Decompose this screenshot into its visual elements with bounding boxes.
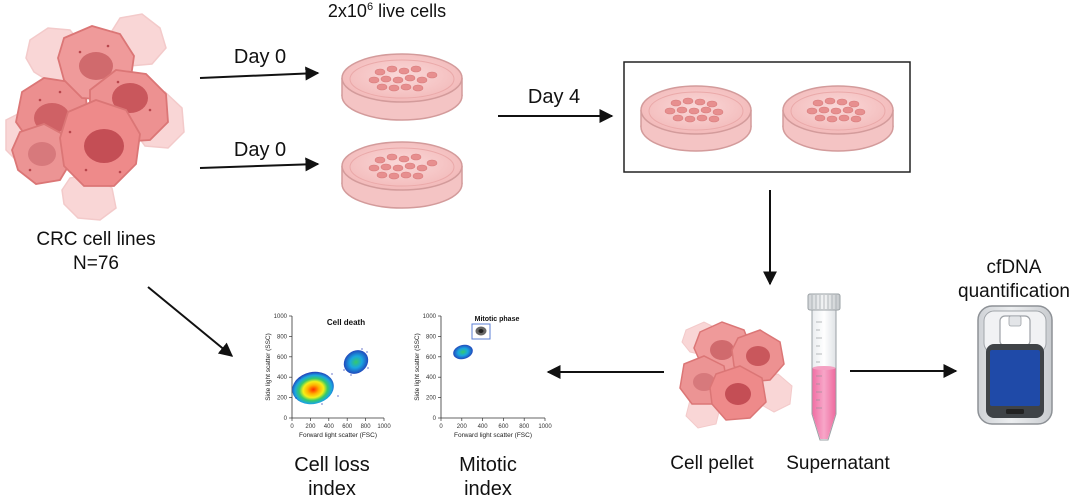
- mitotic-caption-2: index: [464, 478, 512, 499]
- cell-death-population-dead: [343, 350, 369, 374]
- mitotic-xtick: 400: [478, 424, 489, 430]
- mitotic-xtick: 600: [498, 424, 509, 430]
- mitotic-ytick: 800: [426, 334, 437, 340]
- cell-pellet-label: Cell pellet: [670, 453, 754, 474]
- mitotic-ylabel: Side light scatter (SSC): [414, 333, 421, 401]
- cell-death-ytick: 600: [277, 355, 288, 361]
- arrow-day0-top: [199, 66, 320, 81]
- flow-plot-cell-death: 0 200 400 600 800 1000 0 200 400 600 800…: [265, 314, 391, 439]
- arrow-to-plots: [147, 286, 234, 357]
- cell-death-xtick: 200: [305, 424, 316, 430]
- flow-plot-mitotic: 0 200 400 600 800 1000 0 200 400 600 800…: [414, 314, 552, 439]
- culture-dish-day4-right: [782, 85, 894, 152]
- mitotic-xlabel: Forward light scatter (FSC): [454, 432, 532, 439]
- mitotic-xtick: 1000: [538, 424, 552, 430]
- cell-death-ytick: 400: [277, 375, 288, 381]
- mitotic-caption: Mitotic: [459, 454, 517, 476]
- cells-prefix: 2x10: [328, 1, 367, 21]
- seeding-density-label: 2x106 live cells: [328, 1, 446, 21]
- day0-bottom-label: Day 0: [234, 139, 286, 161]
- cell-death-ytick: 800: [277, 334, 288, 340]
- mitotic-ytick: 600: [426, 355, 437, 361]
- mitotic-xtick: 800: [519, 424, 530, 430]
- mitotic-title: Mitotic phase: [475, 316, 520, 323]
- mitotic-ytick: 1000: [423, 314, 437, 320]
- cell-death-ylabel: Side light scatter (SSC): [265, 333, 272, 401]
- arrow-day0-bottom: [199, 157, 320, 172]
- mitotic-ytick: 400: [426, 375, 437, 381]
- culture-dish-bottom: [341, 141, 463, 209]
- cell-loss-caption-2: index: [308, 478, 356, 499]
- mitotic-ytick: 200: [426, 396, 437, 402]
- cfdna-label: cfDNA: [987, 257, 1042, 278]
- day0-top-label: Day 0: [234, 46, 286, 68]
- crc-cell-cluster-icon: [5, 13, 185, 221]
- cells-exponent: 6: [367, 1, 373, 13]
- device-screen: [990, 350, 1040, 406]
- cell-death-ytick: 1000: [274, 314, 288, 320]
- cell-death-xtick: 0: [290, 424, 294, 430]
- cells-suffix: live cells: [373, 1, 446, 21]
- cell-loss-caption: Cell loss: [294, 454, 370, 476]
- arrows: [147, 66, 958, 379]
- crc-cell-lines-label: CRC cell lines: [36, 229, 155, 250]
- quantification-label: quantification: [958, 281, 1070, 302]
- cell-death-title: Cell death: [327, 318, 365, 327]
- crc-count-label: N=76: [73, 253, 119, 274]
- cell-death-population-main: [292, 371, 334, 405]
- cell-death-xtick: 1000: [377, 424, 391, 430]
- cell-death-ytick: 0: [284, 416, 288, 422]
- day4-label: Day 4: [528, 86, 580, 108]
- culture-dish-day4-left: [640, 85, 752, 152]
- cell-death-xlabel: Forward light scatter (FSC): [299, 432, 377, 439]
- cell-pellet-icon: [679, 321, 793, 429]
- mitotic-ytick: 0: [433, 416, 437, 422]
- supernatant-tube-icon: [807, 293, 841, 441]
- quantification-device-icon: [977, 305, 1053, 425]
- mitotic-xtick: 200: [457, 424, 468, 430]
- mitotic-xtick: 0: [439, 424, 443, 430]
- cell-death-xtick: 400: [324, 424, 335, 430]
- supernatant-label: Supernatant: [786, 453, 890, 474]
- cell-death-xtick: 600: [342, 424, 353, 430]
- cell-death-ytick: 200: [277, 396, 288, 402]
- mitotic-gate: [471, 323, 491, 340]
- mitotic-population-main: [453, 344, 473, 360]
- culture-dish-top: [341, 53, 463, 121]
- cell-death-xtick: 800: [361, 424, 372, 430]
